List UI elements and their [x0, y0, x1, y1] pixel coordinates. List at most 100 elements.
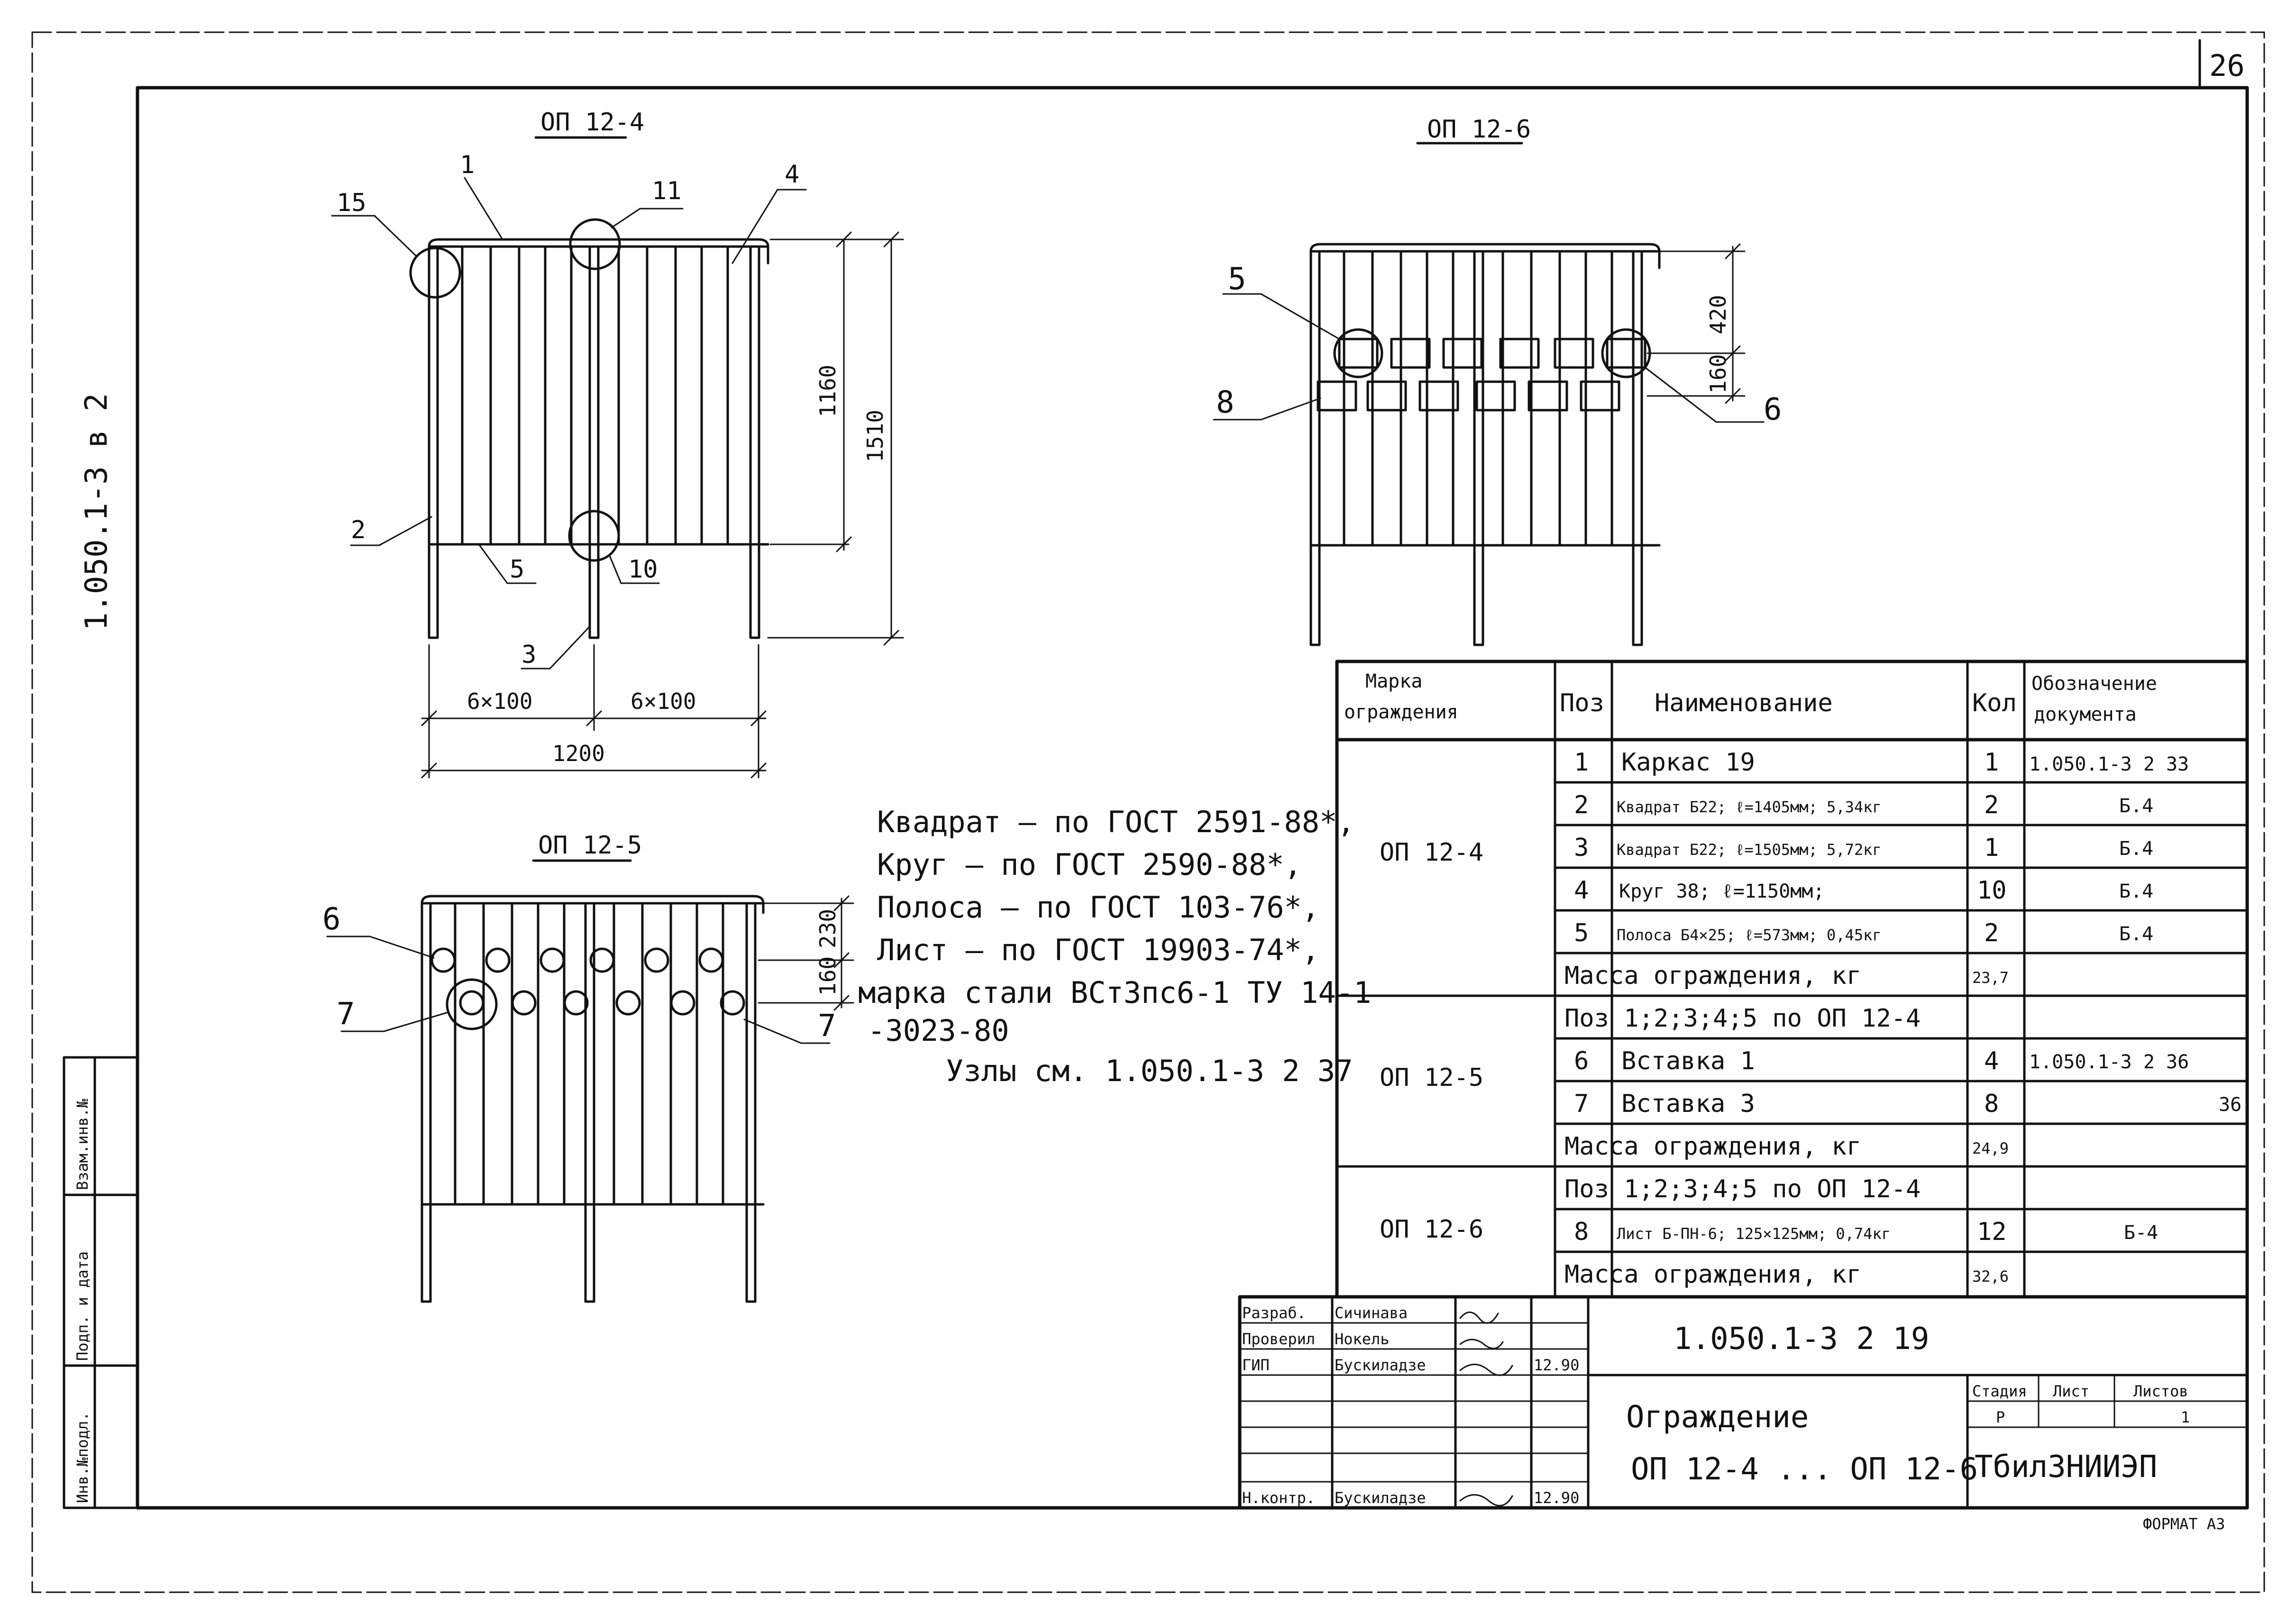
hdr-name: Наименование [1655, 689, 1833, 717]
hdr-doc-2: документа [2034, 704, 2137, 725]
row4-name: Круг 38; ℓ=1150мм; [1619, 881, 1824, 902]
op124-callout-11: 11 [652, 177, 682, 205]
tb-name-4: Бускиладзе [1335, 1489, 1426, 1507]
tb-name-2: Нокель [1335, 1330, 1390, 1348]
row8-pos: 6 [1574, 1047, 1589, 1075]
row2-qty: 2 [1984, 791, 1999, 819]
tb-role-3: ГИП [1242, 1356, 1270, 1374]
tb-stage-label: Стадия [1972, 1382, 2027, 1400]
op126-dim-160: 160 [1705, 354, 1731, 394]
row10-name: Масса ограждения, кг [1564, 1132, 1861, 1161]
op124-callout-10: 10 [628, 555, 658, 584]
tb-role-1: Разраб. [1242, 1304, 1306, 1322]
row9-name: Вставка 3 [1621, 1090, 1755, 1118]
tb-name: Ограждение [1626, 1400, 1809, 1435]
row2-doc: Б.4 [2119, 795, 2153, 817]
row13-qty: 32,6 [1972, 1267, 2009, 1285]
row4-qty: 10 [1977, 876, 2007, 905]
tb-name-1: Сичинава [1335, 1304, 1408, 1322]
row13-name: Масса ограждения, кг [1564, 1260, 1861, 1289]
tb-subtitle: ОП 12-4 ... ОП 12-6 [1631, 1452, 1978, 1487]
row1-pos: 1 [1574, 748, 1589, 777]
view-op12-6: ОП 12-6 [1213, 115, 1782, 646]
row3-qty: 1 [1984, 834, 1999, 862]
mark-op126: ОП 12-6 [1380, 1215, 1483, 1244]
side-code: 1.050.1-3 в 2 [79, 393, 114, 631]
row3-doc: Б.4 [2119, 838, 2153, 860]
op124-callout-1: 1 [460, 151, 475, 179]
stamp-sign: Подп. и дата [73, 1251, 91, 1361]
title-block: Разраб. Сичинава Проверил Нокель ГИП Бус… [1238, 1295, 2249, 1510]
side-stamp: Инв.№подл. Подп. и дата Взам.инв.№ [63, 1056, 139, 1509]
sheet-number-box: 26 [2198, 39, 2245, 89]
format-label: ФОРМАТ А3 [2143, 1515, 2225, 1533]
op124-bars [461, 245, 729, 546]
op124-callout-2: 2 [351, 516, 366, 544]
tb-sheets-total: 1 [2181, 1408, 2190, 1426]
op125-callout-7-left: 7 [337, 997, 355, 1032]
op124-dim-1160: 1160 [815, 365, 841, 417]
row12-name: Лист Б-ПН-6; 125×125мм; 0,74кг [1617, 1225, 1891, 1243]
row7-name: Поз 1;2;3;4;5 по ОП 12-4 [1564, 1004, 1921, 1033]
row3-pos: 3 [1574, 834, 1589, 862]
row10-qty: 24,9 [1972, 1139, 2009, 1157]
tb-org: ТбилЗНИИЭП [1975, 1450, 2157, 1485]
notes: Квадрат – по ГОСТ 2591-88*, Круг – по ГО… [858, 805, 1372, 1088]
row5-doc: Б.4 [2119, 923, 2153, 945]
op125-bars [454, 902, 724, 1206]
op124-title: ОП 12-4 [540, 108, 644, 137]
note-6: -3023-80 [868, 1013, 1009, 1048]
note-1: Квадрат – по ГОСТ 2591-88*, [877, 805, 1355, 839]
tb-role-2: Проверил [1242, 1330, 1315, 1348]
tb-date-4: 12.90 [1534, 1489, 1579, 1507]
row5-qty: 2 [1984, 919, 1999, 947]
op126-title: ОП 12-6 [1427, 115, 1531, 144]
note-4: Лист – по ГОСТ 19903-74*, [877, 933, 1319, 967]
op124-dim-1200: 1200 [552, 741, 605, 766]
hdr-mark-2: ограждения [1344, 701, 1458, 723]
op124-dim-600a: 6×100 [467, 688, 532, 714]
op126-callout-6: 6 [1764, 392, 1782, 427]
sheet-number: 26 [2209, 48, 2245, 83]
row8-name: Вставка 1 [1621, 1047, 1755, 1075]
row4-doc: Б.4 [2119, 881, 2153, 902]
row5-pos: 5 [1574, 919, 1589, 947]
op125-dim-160: 160 [815, 956, 841, 996]
row9-qty: 8 [1984, 1090, 1999, 1118]
row2-name: Квадрат Б22; ℓ=1405мм; 5,34кг [1617, 798, 1882, 816]
op126-plates [1317, 338, 1647, 412]
row1-doc: 1.050.1-3 2 33 [2029, 753, 2189, 775]
tb-date-3: 12.90 [1534, 1356, 1579, 1374]
op125-callout-6: 6 [322, 902, 341, 937]
op124-dim-600b: 6×100 [631, 688, 696, 714]
op124-callout-4: 4 [785, 160, 799, 189]
note-3: Полоса – по ГОСТ 103-76*, [877, 890, 1319, 925]
hdr-doc-1: Обозначение [2031, 673, 2157, 695]
op124-dim-1510: 1510 [862, 410, 888, 462]
hdr-pos: Поз [1560, 689, 1604, 717]
note-5: марка стали ВСт3пс6-1 ТУ 14-1 [858, 975, 1372, 1010]
op126-callout-5: 5 [1228, 262, 1246, 297]
row11-name: Поз 1;2;3;4;5 по ОП 12-4 [1564, 1175, 1921, 1203]
op124-callout-15: 15 [337, 189, 366, 217]
hdr-mark-1: Марка [1365, 670, 1422, 692]
op124-callout-3: 3 [521, 641, 536, 669]
stamp-inv: Инв.№подл. [73, 1412, 91, 1503]
view-op12-4: ОП 12-4 [331, 108, 904, 779]
op126-callout-8: 8 [1216, 385, 1235, 420]
row12-pos: 8 [1574, 1218, 1589, 1246]
tb-sheet-label: Лист [2053, 1382, 2089, 1400]
tb-sheets-label: Листов [2133, 1382, 2188, 1400]
row12-doc: Б-4 [2124, 1222, 2158, 1244]
row6-qty: 23,7 [1972, 969, 2009, 987]
row2-pos: 2 [1574, 791, 1589, 819]
note-7: Узлы см. 1.050.1-3 2 37 [946, 1054, 1353, 1088]
tb-role-4: Н.контр. [1242, 1489, 1315, 1507]
op124-callout-5: 5 [510, 555, 524, 584]
tb-name-3: Бускиладзе [1335, 1356, 1426, 1374]
row12-qty: 12 [1977, 1218, 2007, 1246]
row1-qty: 1 [1984, 748, 1999, 777]
note-2: Круг – по ГОСТ 2590-88*, [877, 847, 1302, 882]
view-op12-5: ОП 12-5 [322, 831, 854, 1303]
op126-dim-420: 420 [1705, 295, 1731, 334]
